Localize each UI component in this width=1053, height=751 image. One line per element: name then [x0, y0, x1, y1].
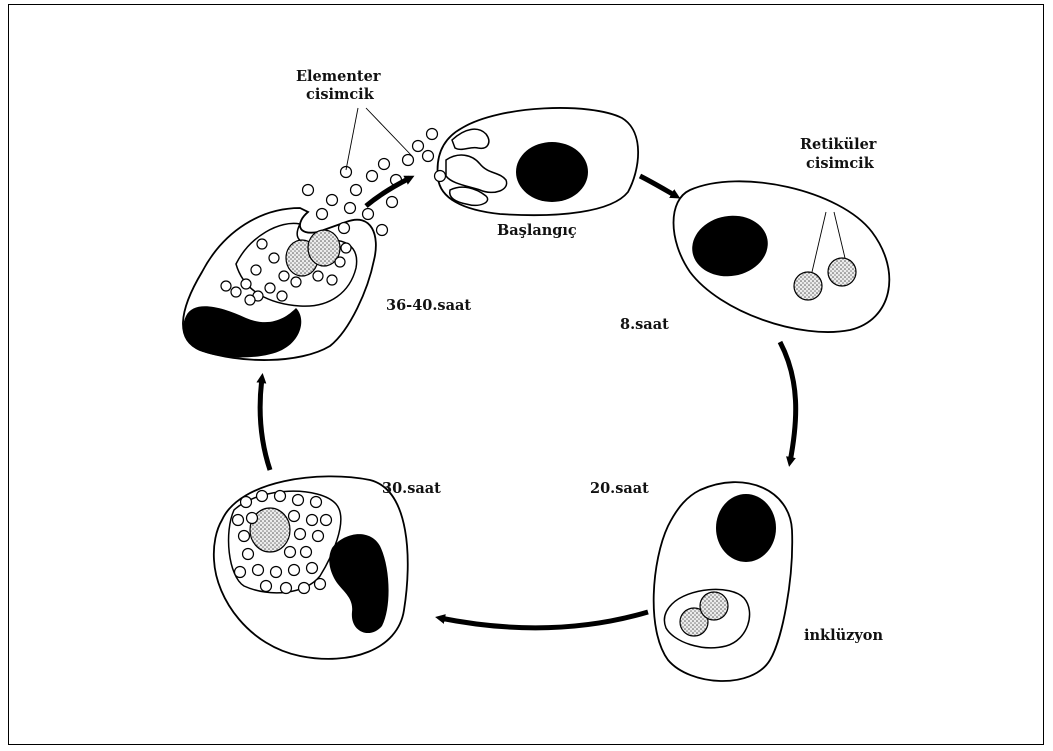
reticulate-body-2: [828, 258, 856, 286]
elementary-body: [281, 583, 292, 594]
label-30-saat: 30.saat: [382, 480, 441, 498]
elementary-body: [277, 291, 287, 301]
label-baslangic: Başlangıç: [497, 222, 577, 240]
cell-30h: [214, 476, 408, 659]
elementary-body: [313, 271, 323, 281]
elementary-body: [303, 185, 314, 196]
elementary-body: [233, 515, 244, 526]
elementary-body: [363, 209, 374, 220]
nucleus-20h: [716, 494, 776, 562]
elementary-body: [327, 275, 337, 285]
elementary-body: [231, 287, 241, 297]
reticulate-body-1: [794, 272, 822, 300]
elementary-body: [341, 243, 351, 253]
elementary-body: [301, 547, 312, 558]
elementary-body: [241, 279, 251, 289]
elementary-body: [307, 515, 318, 526]
elementary-body: [327, 195, 338, 206]
label-inkluzyon: inklüzyon: [804, 627, 883, 645]
cell-start: [438, 108, 639, 215]
elementary-body: [293, 495, 304, 506]
elementary-body: [289, 511, 300, 522]
elementary-body: [221, 281, 231, 291]
elementary-body: [311, 497, 322, 508]
released-elementary-bodies: [303, 129, 446, 236]
arrow-8h-to-20h: [780, 342, 796, 462]
label-cisimcik-1: cisimcik: [306, 86, 374, 104]
elementary-body: [269, 253, 279, 263]
elementary-body: [275, 491, 286, 502]
elementary-body: [289, 565, 300, 576]
elementary-body: [251, 265, 261, 275]
elementary-body: [423, 151, 434, 162]
cell-20h: [654, 482, 793, 681]
label-cisimcik-2: cisimcik: [806, 155, 874, 173]
elementary-body: [339, 223, 350, 234]
elementary-body: [321, 515, 332, 526]
arrow-20h-to-30h: [440, 612, 648, 628]
elementary-body: [245, 295, 255, 305]
elementary-body: [257, 239, 267, 249]
cell-8h: [674, 181, 890, 332]
elementary-body: [345, 203, 356, 214]
elementary-body: [435, 171, 446, 182]
elementary-body: [239, 531, 250, 542]
elementary-body: [315, 579, 326, 590]
elementary-body: [279, 271, 289, 281]
elementary-body: [291, 277, 301, 287]
elementary-body: [367, 171, 378, 182]
elementary-body: [235, 567, 246, 578]
elementary-body: [351, 185, 362, 196]
elementary-body: [377, 225, 388, 236]
elementary-body: [261, 581, 272, 592]
elementary-body: [379, 159, 390, 170]
elementary-body: [295, 529, 306, 540]
elementary-body: [413, 141, 424, 152]
nucleus-start: [516, 142, 588, 202]
elementary-body: [335, 257, 345, 267]
elementary-body: [403, 155, 414, 166]
elementary-body: [247, 513, 258, 524]
label-36-40-saat: 36-40.saat: [386, 297, 471, 315]
label-20-saat: 20.saat: [590, 480, 649, 498]
arrow-30h-to-36-40h: [260, 378, 270, 470]
label-retikuler: Retiküler: [800, 136, 876, 154]
elementary-body: [299, 583, 310, 594]
arrow-start-to-8h: [640, 176, 676, 196]
elementary-body: [285, 547, 296, 558]
elementary-body: [271, 567, 282, 578]
elementary-body: [427, 129, 438, 140]
elementary-body: [387, 197, 398, 208]
elementary-body: [317, 209, 328, 220]
inclusion-rb-2: [700, 592, 728, 620]
elementary-body: [265, 283, 275, 293]
label-8-saat: 8.saat: [620, 316, 669, 334]
elementary-body: [257, 491, 268, 502]
elementary-body: [241, 497, 252, 508]
elementary-body: [313, 531, 324, 542]
elementary-body: [243, 549, 254, 560]
elementary-body: [307, 563, 318, 574]
elementary-body: [253, 565, 264, 576]
label-elementer: Elementer: [296, 68, 380, 86]
